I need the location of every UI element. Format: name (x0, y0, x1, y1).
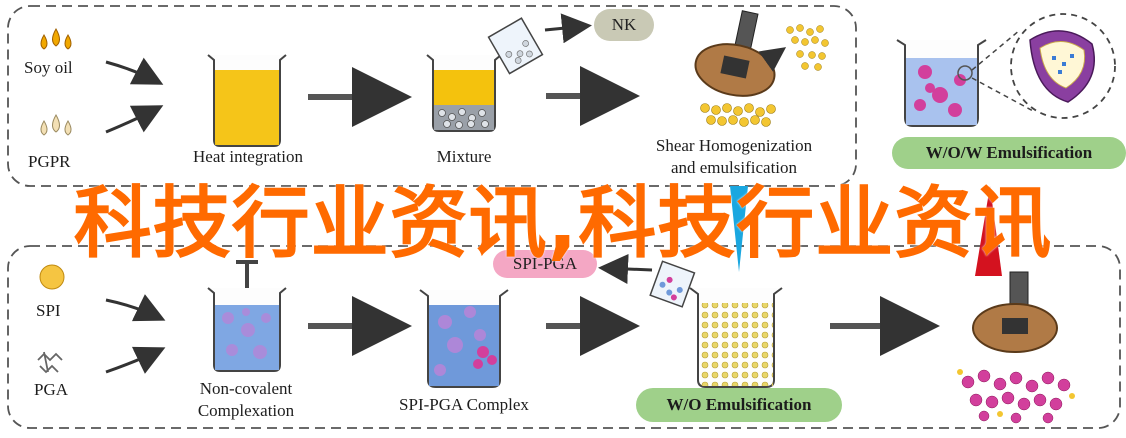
step-label-spi-pga-complex: SPI-PGA Complex (399, 395, 529, 414)
input-label-spi: SPI (36, 301, 61, 320)
pga-fibers-icon (37, 351, 63, 374)
step-label-complexation: Complexation (197, 401, 295, 420)
overlay-banner-text: 科技行业资讯,科技行业资讯 (73, 179, 1053, 269)
pga-arrow (105, 346, 166, 374)
zoom-lines (971, 29, 1036, 113)
wow-pill-bg (892, 137, 1126, 169)
wow-emulsification-label: W/O/W Emulsification (925, 143, 1093, 162)
wo-pill-bg (636, 388, 842, 422)
step-label-emulsification: and emulsification (670, 158, 798, 177)
step-label-mixture: Mixture (436, 147, 492, 166)
mixture-beaker-icon (426, 54, 502, 132)
input-label-pga: PGA (34, 380, 69, 399)
heat-integration-beaker-icon (207, 54, 287, 147)
spi-pga-tube-icon (649, 260, 696, 308)
step-label-heat-integration: Heat integration (193, 147, 303, 166)
nk-arrow (544, 13, 592, 44)
final-homogenizer-icon (957, 271, 1075, 424)
spi-pga-pill-bg (493, 250, 597, 278)
wow-beaker-icon (896, 39, 987, 127)
double-emulsion-droplet-icon (1029, 30, 1096, 103)
nk-tag: NK (611, 15, 637, 34)
pgpr-arrow (105, 105, 164, 134)
nk-tube-icon (487, 17, 544, 75)
non-covalent-beaker-icon (207, 260, 287, 372)
shear-homogenizer-icon (694, 10, 829, 127)
pgpr-droplets-icon (40, 114, 72, 136)
spi-pga-arrow (598, 254, 653, 284)
blue-transition-arrow (730, 186, 748, 272)
spi-pga-complex-beaker-icon (419, 289, 509, 388)
soy-oil-arrow (105, 57, 164, 85)
wo-beaker-icon (689, 287, 783, 388)
wo-emulsification-label: W/O Emulsification (666, 395, 812, 414)
spi-pga-tag: SPI-PGA (512, 254, 578, 273)
input-label-pgpr: PGPR (28, 152, 71, 171)
step-label-shear-homogenization: Shear Homogenization (655, 136, 813, 155)
zoom-circle (1010, 13, 1116, 119)
soy-oil-droplets-icon (40, 28, 72, 50)
red-transition-arrow (975, 186, 1002, 276)
homogenizer-zoom-arrow (758, 47, 787, 72)
step-label-non-covalent: Non-covalent (199, 379, 293, 398)
input-label-soy-oil: Soy oil (24, 58, 73, 77)
bottom-dashed-frame (7, 245, 1121, 429)
spi-arrow (105, 294, 166, 322)
spi-particle-icon (39, 264, 65, 290)
top-dashed-frame (7, 5, 857, 187)
nk-pill-bg (594, 9, 654, 41)
